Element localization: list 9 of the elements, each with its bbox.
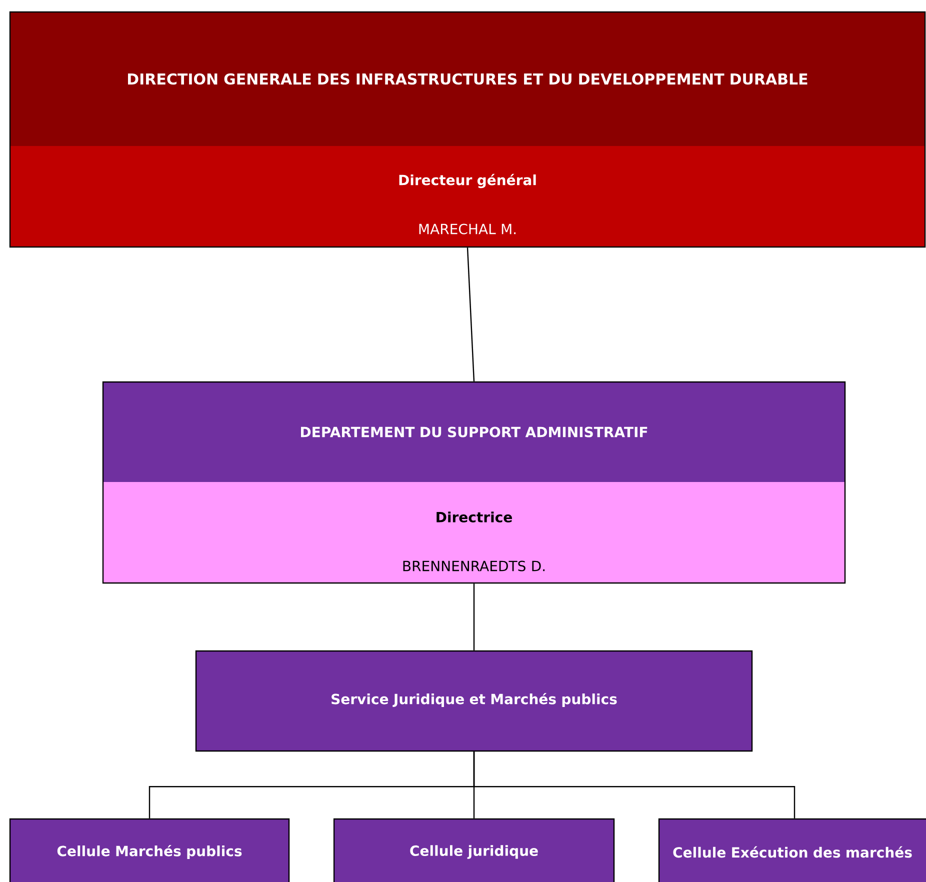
org-box: Service Juridique et Marchés publics <box>195 650 753 752</box>
connector-line <box>466 248 475 382</box>
org-box: DEPARTEMENT DU SUPPORT ADMINISTRATIF Directrice BRENNENRAEDTS D. <box>102 381 846 584</box>
org-box: Cellule Exécution des marchés <box>658 818 926 882</box>
org-box: Cellule Marchés publics <box>9 818 290 882</box>
org-box: DIRECTION GENERALE DES INFRASTRUCTURES ET DU DEVELOPPEMENT DURABLE Directeur général MARECHAL M. <box>9 11 926 248</box>
connector-line <box>473 584 475 650</box>
org-box: Cellule juridique <box>333 818 615 882</box>
connector-line <box>473 752 796 818</box>
